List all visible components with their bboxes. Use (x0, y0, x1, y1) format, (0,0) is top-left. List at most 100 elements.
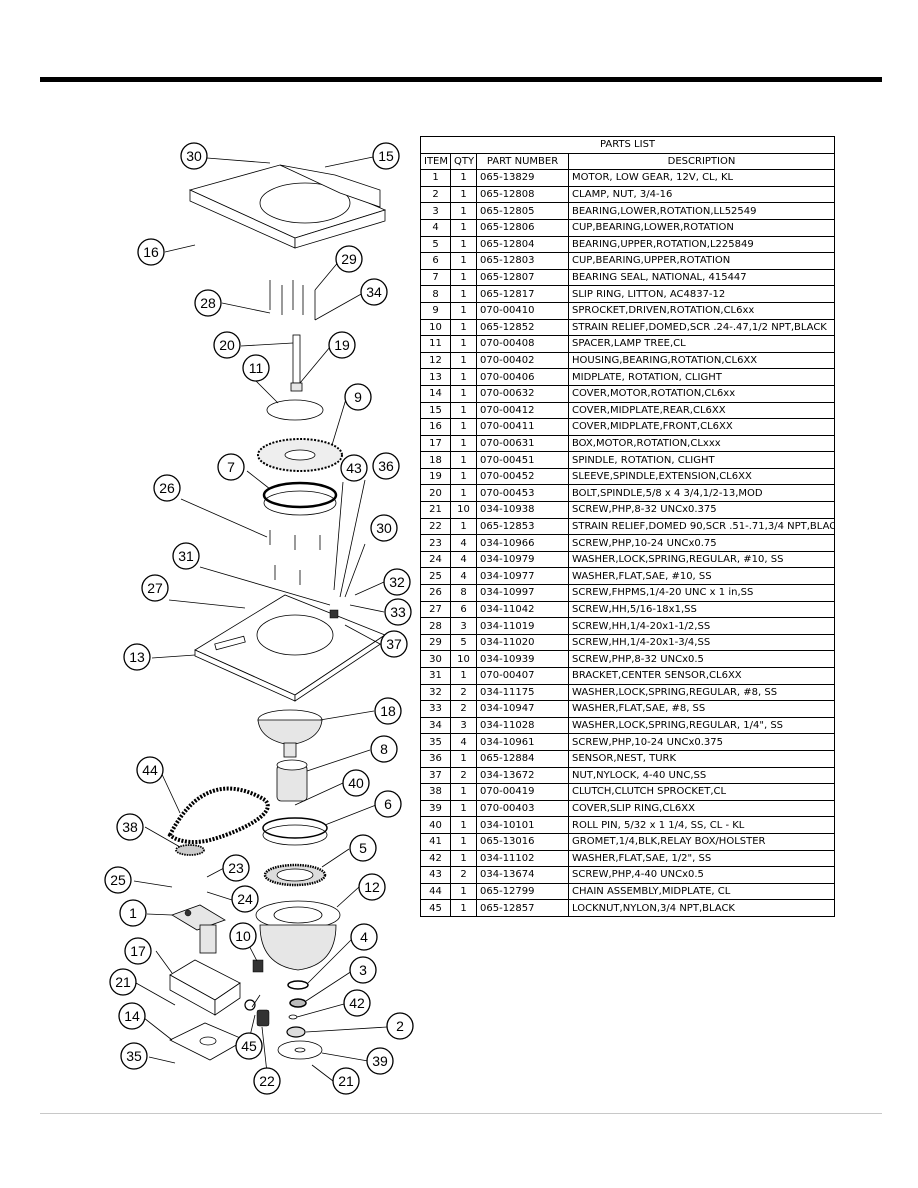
item-cell: 23 (420, 534, 451, 552)
callout-1: 1 (119, 899, 147, 927)
qty-cell: 1 (450, 816, 477, 834)
description-cell: NUT,NYLOCK, 4-40 UNC,SS (567, 766, 836, 785)
chain-part (167, 786, 270, 845)
parts-list-table: PARTS LIST ITEM QTY PART NUMBER DESCRIPT… (419, 136, 836, 917)
qty-cell: 1 (450, 882, 477, 901)
part-number-cell: 065-12803 (476, 252, 569, 270)
svg-text:5: 5 (359, 840, 367, 856)
callout-43: 43 (340, 454, 368, 482)
clutch-sprocket-part (175, 844, 205, 856)
callout-33: 33 (384, 598, 412, 626)
svg-text:12: 12 (364, 879, 380, 895)
callout-38: 38 (116, 813, 144, 841)
description-cell: WASHER,FLAT,SAE, #8, SS (567, 700, 836, 718)
part-number-cell: 065-12799 (476, 882, 569, 901)
qty-cell: 1 (450, 401, 477, 420)
svg-text:30: 30 (376, 520, 392, 536)
qty-cell: 1 (450, 252, 477, 270)
part-number-cell: 034-10939 (476, 650, 569, 668)
slip-ring-cover-part (277, 1040, 323, 1060)
item-cell: 31 (420, 667, 451, 685)
footer-rule (40, 1113, 882, 1114)
item-cell: 44 (420, 882, 451, 901)
callout-22: 22 (253, 1067, 281, 1095)
item-cell: 22 (420, 517, 451, 536)
svg-text:14: 14 (124, 1008, 140, 1024)
qty-cell: 1 (450, 749, 477, 768)
description-cell: COVER,MIDPLATE,FRONT,CL6XX (567, 418, 836, 436)
item-cell: 29 (420, 633, 451, 652)
description-cell: HOUSING,BEARING,ROTATION,CL6XX (567, 351, 836, 370)
svg-text:24: 24 (237, 891, 253, 907)
description-cell: SCREW,PHP,4-40 UNCx0.5 (567, 866, 836, 884)
qty-cell: 1 (450, 799, 477, 818)
part-number-cell: 070-00408 (476, 335, 569, 353)
callout-28: 28 (194, 289, 222, 317)
qty-cell: 1 (450, 218, 477, 237)
qty-cell: 1 (450, 451, 477, 469)
item-cell: 17 (420, 434, 451, 453)
qty-cell: 1 (450, 384, 477, 403)
description-cell: COVER,SLIP RING,CL6XX (567, 799, 836, 818)
description-cell: WASHER,LOCK,SPRING,REGULAR, #10, SS (567, 550, 836, 569)
part-number-cell: 065-13016 (476, 832, 569, 851)
description-cell: SCREW,HH,1/4-20x1-3/4,SS (567, 633, 836, 652)
callout-10: 10 (229, 922, 257, 950)
item-cell: 39 (420, 799, 451, 818)
part-number-cell: 070-00632 (476, 384, 569, 403)
part-number-cell: 070-00453 (476, 484, 569, 503)
qty-cell: 2 (450, 766, 477, 785)
bearing-seal-part (262, 481, 338, 516)
description-cell: SCREW,PHP,8-32 UNCx0.375 (567, 501, 836, 519)
header-part-number: PART NUMBER (476, 152, 569, 171)
qty-cell: 10 (450, 650, 477, 668)
part-number-cell: 065-12884 (476, 749, 569, 768)
parts-list-header-row: ITEM QTY PART NUMBER DESCRIPTION (420, 152, 836, 171)
svg-text:38: 38 (122, 819, 138, 835)
description-cell: SCREW,FHPMS,1/4-20 UNC x 1 in,SS (567, 584, 836, 602)
svg-text:9: 9 (354, 389, 362, 405)
callout-45: 45 (235, 1032, 263, 1060)
qty-cell: 4 (450, 733, 477, 751)
part-number-cell: 034-11019 (476, 617, 569, 635)
callout-27: 27 (141, 574, 169, 602)
description-cell: GROMET,1/4,BLK,RELAY BOX/HOLSTER (567, 832, 836, 851)
item-cell: 25 (420, 567, 451, 586)
callout-12: 12 (358, 873, 386, 901)
strain-relief-22-part (244, 999, 270, 1027)
part-number-cell: 034-11020 (476, 633, 569, 652)
svg-text:35: 35 (126, 1048, 142, 1064)
part-number-cell: 034-11175 (476, 683, 569, 702)
item-cell: 40 (420, 816, 451, 834)
callout-34: 34 (360, 278, 388, 306)
svg-text:42: 42 (349, 995, 365, 1011)
description-cell: SCREW,PHP,10-24 UNCx0.75 (567, 534, 836, 552)
item-cell: 8 (420, 285, 451, 303)
callout-25: 25 (104, 866, 132, 894)
svg-text:33: 33 (390, 604, 406, 620)
item-cell: 33 (420, 700, 451, 718)
qty-cell: 8 (450, 584, 477, 602)
item-cell: 11 (420, 335, 451, 353)
callout-20: 20 (213, 331, 241, 359)
part-number-cell: 034-10961 (476, 733, 569, 751)
bearing-housing-part (255, 900, 341, 971)
qty-cell: 1 (450, 202, 477, 220)
part-number-cell: 034-11042 (476, 600, 569, 619)
callout-21-right: 21 (332, 1067, 360, 1095)
